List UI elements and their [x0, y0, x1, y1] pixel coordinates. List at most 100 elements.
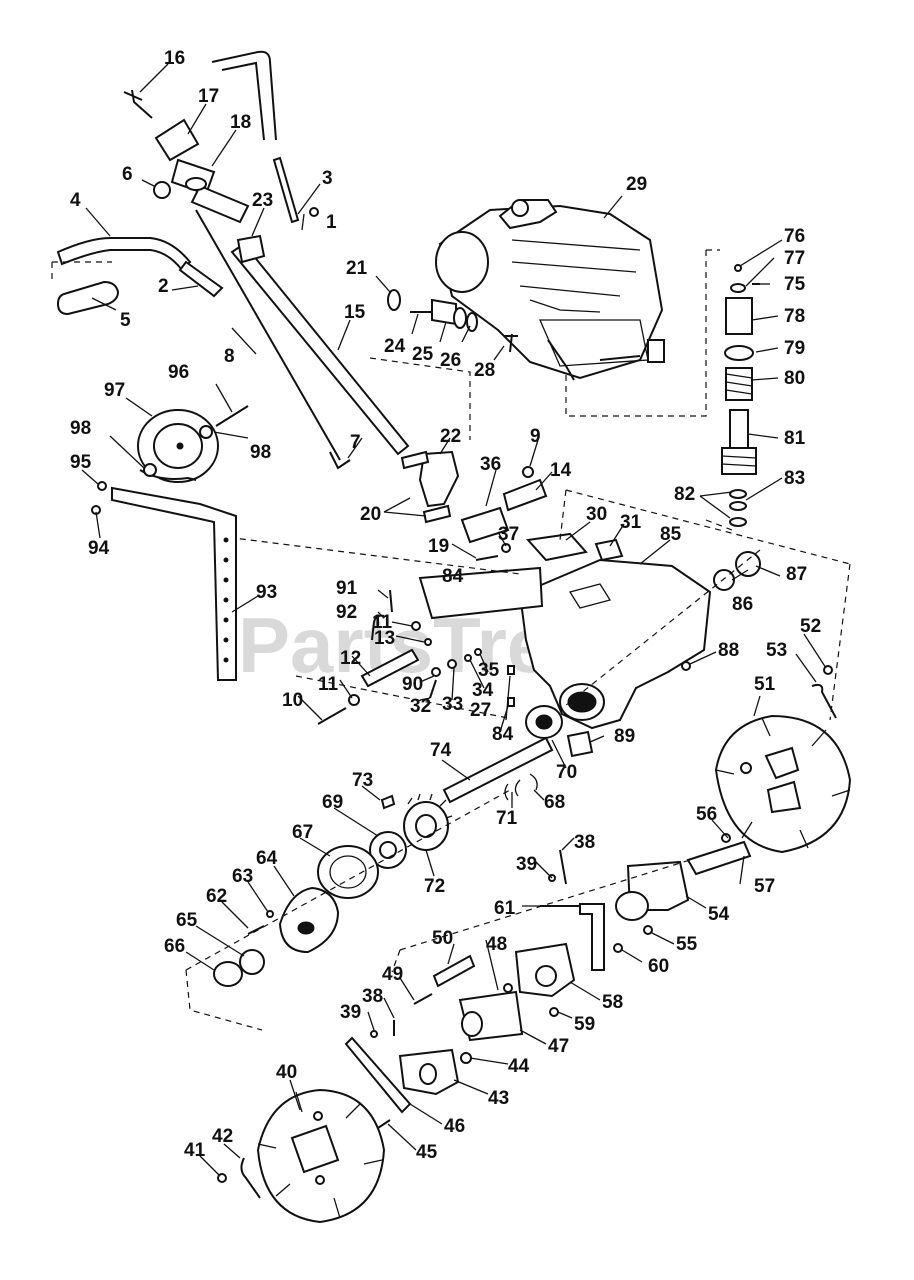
- callout-17: 17: [198, 86, 219, 107]
- tine-bar-57: [686, 840, 752, 876]
- callout-labels: 16 17 18 6 3 1 4 23 2 5 8 15 7 21 24 25 …: [70, 48, 821, 1163]
- washer-95: [97, 481, 107, 491]
- callout-38-right: 38: [574, 832, 595, 853]
- washer-83: [729, 517, 747, 527]
- callout-45: 45: [416, 1142, 438, 1163]
- center-hub-assembly: [344, 942, 576, 1129]
- callout-29: 29: [626, 174, 647, 195]
- depth-bar-93: [111, 486, 237, 681]
- shaft-12: [360, 648, 420, 688]
- bracket-14: [502, 478, 548, 512]
- seal-87: [735, 551, 761, 577]
- gasket-20b: [422, 504, 452, 524]
- callout-86: 86: [732, 594, 753, 615]
- washer-48: [503, 983, 513, 993]
- bolt-28: [504, 333, 518, 353]
- callout-71: 71: [496, 808, 518, 829]
- callout-19: 19: [428, 536, 449, 557]
- callout-40: 40: [276, 1062, 297, 1083]
- callout-95: 95: [70, 452, 92, 473]
- gasket-67: [317, 845, 379, 899]
- callout-6: 6: [122, 164, 133, 185]
- callout-63: 63: [232, 866, 253, 887]
- handle-grip-4: [56, 237, 192, 272]
- callout-44: 44: [508, 1056, 530, 1077]
- handle-bar-upper: [211, 50, 277, 141]
- callout-74: 74: [430, 740, 452, 761]
- callout-90: 90: [402, 674, 423, 695]
- callout-81: 81: [784, 428, 806, 449]
- spring-42: [240, 1157, 261, 1199]
- callout-36: 36: [480, 454, 501, 475]
- callout-84-bottom: 84: [492, 724, 514, 745]
- bolt-56: [721, 833, 731, 843]
- callout-38-left: 38: [362, 986, 383, 1007]
- nut-59: [549, 1007, 559, 1017]
- gasket-31: [594, 538, 624, 562]
- callout-31: 31: [620, 512, 642, 533]
- key-84a: [507, 665, 515, 675]
- key-73: [380, 794, 396, 810]
- callout-24: 24: [384, 336, 406, 357]
- callout-68: 68: [544, 792, 565, 813]
- callout-20: 20: [360, 504, 381, 525]
- callout-22: 22: [440, 426, 461, 447]
- bolt-45: [377, 1119, 391, 1129]
- callout-4: 4: [70, 190, 81, 211]
- callout-96: 96: [168, 362, 189, 383]
- callout-13: 13: [374, 628, 395, 649]
- bushing-89: [566, 730, 594, 758]
- callout-64: 64: [256, 848, 278, 869]
- coupler-parts: [387, 289, 518, 353]
- callout-87: 87: [786, 564, 807, 585]
- callout-34: 34: [472, 680, 494, 701]
- key-27: [507, 697, 515, 707]
- pin-38a: [559, 849, 567, 885]
- shifter-parts: [369, 357, 548, 561]
- washer-82: [729, 489, 747, 499]
- callout-65: 65: [176, 910, 198, 931]
- callout-18: 18: [230, 112, 251, 133]
- washer-77: [730, 283, 746, 293]
- callout-69: 69: [322, 792, 343, 813]
- drive-shaft-stack: [565, 249, 760, 531]
- callout-98-left: 98: [70, 418, 91, 439]
- callout-37: 37: [498, 524, 519, 545]
- callout-7: 7: [350, 432, 361, 453]
- bolt-60: [613, 943, 623, 953]
- engine-29: [435, 199, 665, 381]
- callout-12: 12: [340, 648, 361, 669]
- callout-48: 48: [486, 934, 507, 955]
- bolt-10: [317, 707, 347, 725]
- callout-93: 93: [256, 582, 277, 603]
- callout-92: 92: [336, 602, 357, 623]
- callout-82: 82: [674, 484, 695, 505]
- callout-11-bottom: 11: [318, 674, 339, 695]
- callout-27: 27: [470, 700, 491, 721]
- bracket-2: [178, 260, 224, 298]
- callout-98-right: 98: [250, 442, 271, 463]
- callout-67: 67: [292, 822, 313, 843]
- control-tube-15: [230, 242, 410, 456]
- tine-51: [714, 665, 852, 854]
- washer-13: [424, 638, 432, 646]
- callout-83: 83: [784, 468, 805, 489]
- tine-40: [217, 1088, 386, 1224]
- leader-lines: [81, 63, 827, 1177]
- callout-89: 89: [614, 726, 635, 747]
- callout-39-left: 39: [340, 1002, 361, 1023]
- bracket-61: [579, 903, 605, 971]
- callout-75: 75: [784, 274, 806, 295]
- nut-9: [522, 466, 534, 478]
- spring-53: [811, 683, 837, 719]
- callout-78: 78: [784, 306, 805, 327]
- wheel-assembly: [91, 405, 249, 681]
- callout-54: 54: [708, 904, 730, 925]
- pin-76: [734, 264, 742, 272]
- callout-16: 16: [164, 48, 185, 69]
- clip-37: [501, 543, 511, 553]
- callout-46: 46: [444, 1116, 465, 1137]
- callout-88: 88: [718, 640, 739, 661]
- callout-28: 28: [474, 360, 495, 381]
